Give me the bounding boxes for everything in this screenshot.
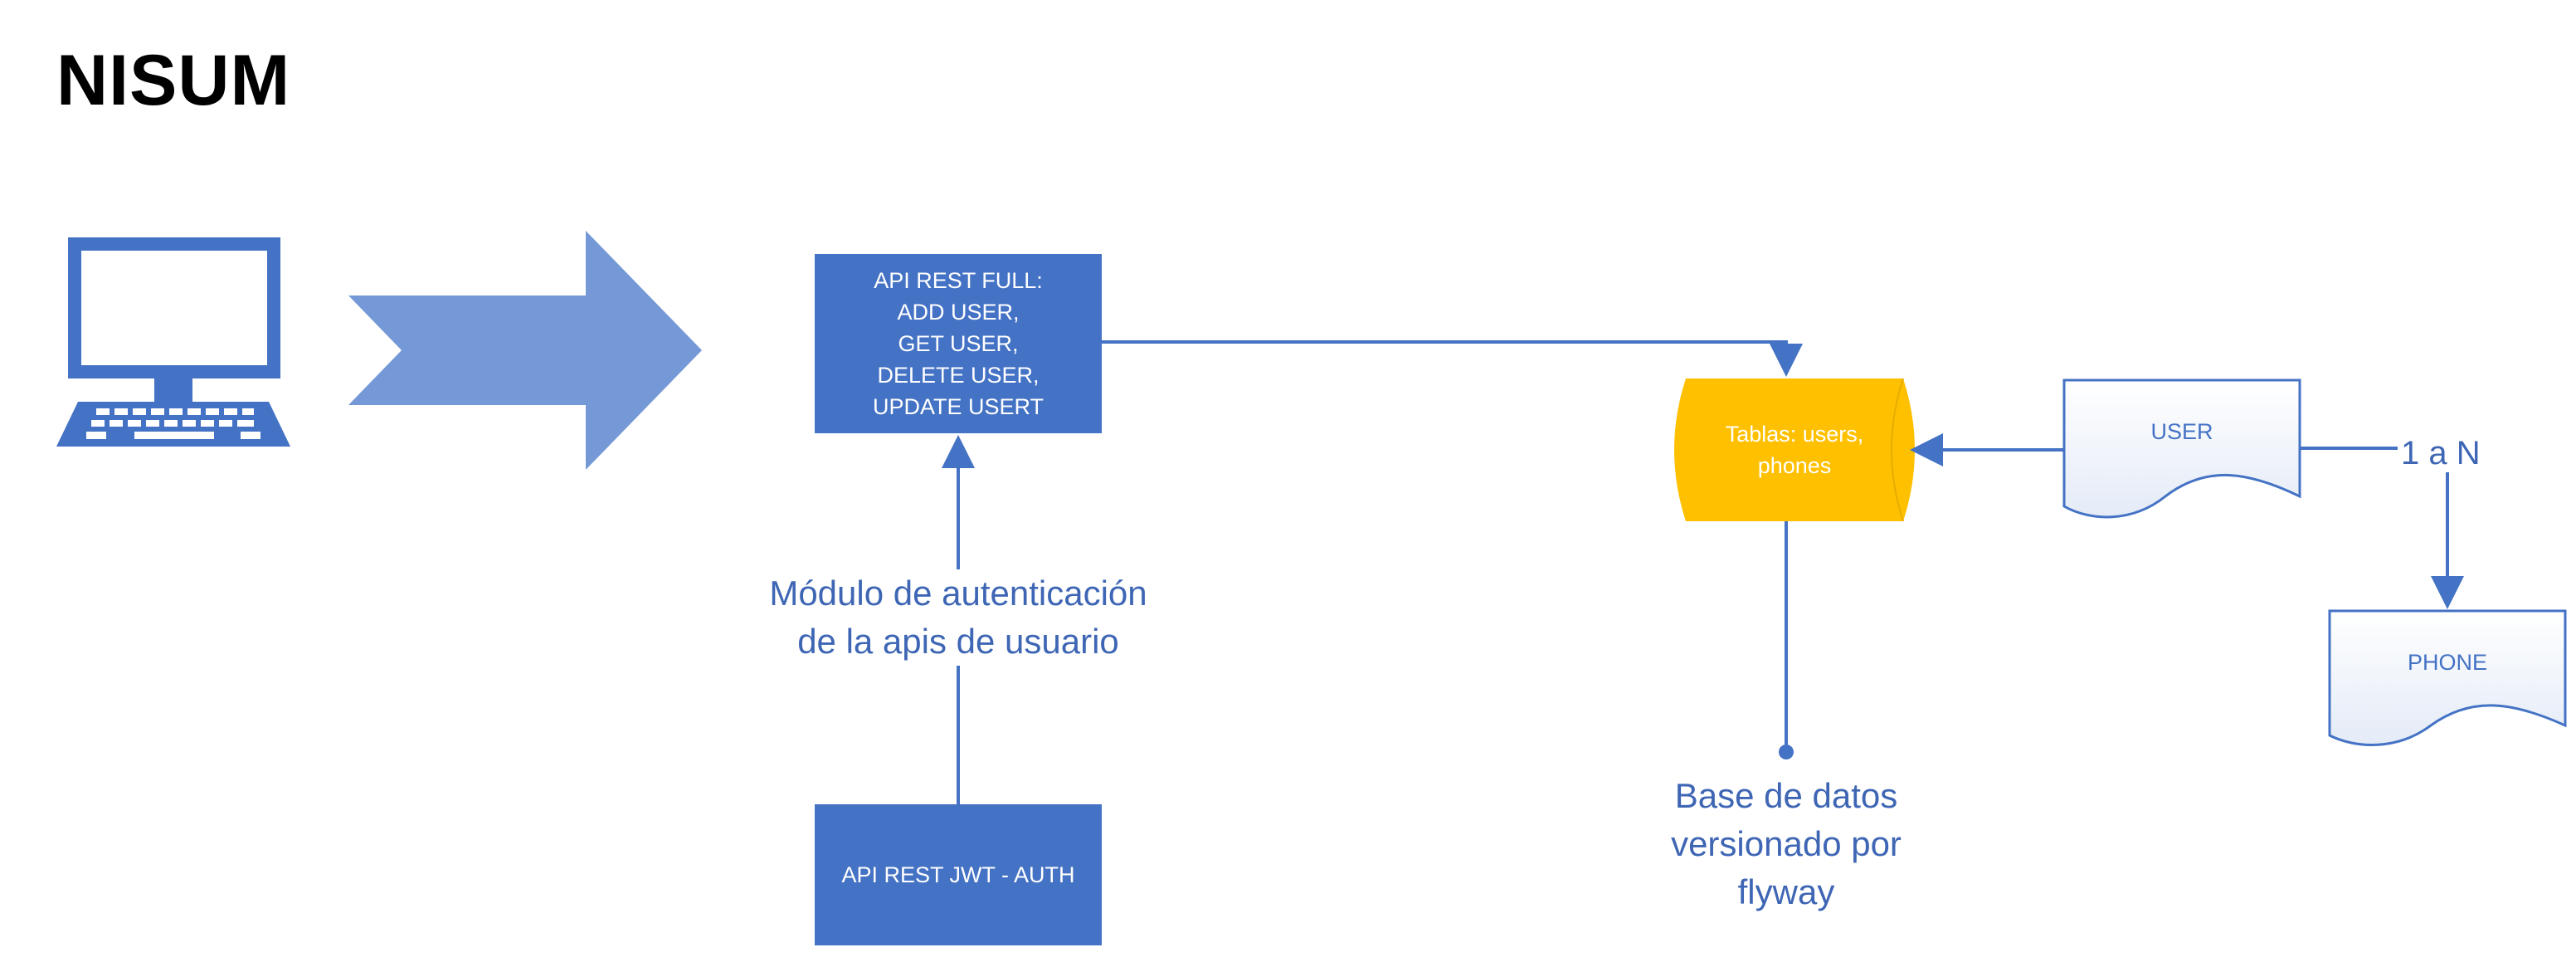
auth-module-line: Módulo de autenticación bbox=[769, 574, 1147, 613]
phone-document-shape bbox=[2328, 609, 2567, 746]
database-note-line: Base de datos bbox=[1674, 776, 1898, 815]
database-label: Tablas: users, phones bbox=[1686, 378, 1903, 521]
api-rest-full-line: ADD USER, bbox=[897, 300, 1020, 325]
api-rest-full-line: UPDATE USERT bbox=[872, 394, 1045, 419]
database-note: Base de datos versionado por flyway bbox=[1620, 772, 1952, 916]
user-document-text: USER bbox=[2150, 418, 2213, 444]
api-rest-full-label: API REST FULL: ADD USER, GET USER, DELET… bbox=[815, 254, 1102, 433]
database-note-line: versionado por bbox=[1671, 824, 1902, 863]
api-rest-jwt-box bbox=[815, 804, 1102, 945]
user-document-label: USER bbox=[2064, 405, 2300, 458]
auth-module-label: Módulo de autenticación de la apis de us… bbox=[730, 569, 1186, 666]
api-rest-full-line: DELETE USER, bbox=[877, 363, 1040, 388]
api-to-db-connector bbox=[1102, 340, 1803, 377]
phone-document-text: PHONE bbox=[2407, 649, 2488, 675]
api-rest-jwt-label: API REST JWT - AUTH bbox=[815, 804, 1102, 945]
auth-module-line: de la apis de usuario bbox=[797, 622, 1119, 661]
page-title: NISUM bbox=[56, 41, 291, 120]
user-document-shape bbox=[2062, 378, 2301, 519]
chevron-arrow-icon bbox=[348, 231, 702, 470]
api-rest-jwt-text: API REST JWT - AUTH bbox=[841, 862, 1075, 887]
database-line: Tablas: users, bbox=[1725, 422, 1864, 447]
database-note-line: flyway bbox=[1737, 872, 1835, 911]
database-line: phones bbox=[1757, 453, 1832, 478]
api-rest-full-box bbox=[815, 254, 1102, 433]
database-shape bbox=[1674, 378, 1915, 521]
api-rest-full-line: GET USER, bbox=[898, 331, 1019, 356]
phone-document-label: PHONE bbox=[2330, 636, 2565, 689]
api-rest-full-line: API REST FULL: bbox=[874, 268, 1043, 293]
db-note-dot bbox=[1779, 745, 1794, 759]
relation-label: 1 a N bbox=[2398, 435, 2484, 472]
desktop-computer-icon bbox=[56, 237, 290, 447]
